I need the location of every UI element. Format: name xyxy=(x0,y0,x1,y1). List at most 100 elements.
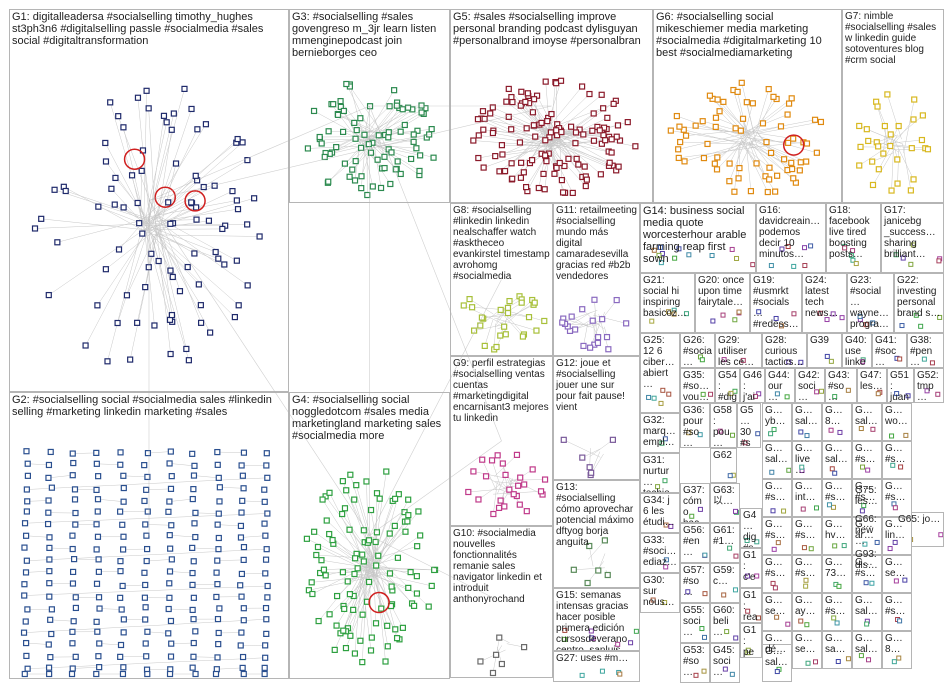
group-g47[interactable]: G47: les… xyxy=(857,368,887,403)
group-g3[interactable]: G3: #socialselling #sales govengreso m_3… xyxy=(289,9,450,203)
node[interactable] xyxy=(517,474,524,481)
node[interactable] xyxy=(384,622,391,629)
node[interactable] xyxy=(505,85,512,93)
node[interactable] xyxy=(213,593,220,601)
node[interactable] xyxy=(262,654,269,661)
node[interactable] xyxy=(460,302,467,309)
node[interactable] xyxy=(215,546,222,553)
node[interactable] xyxy=(910,176,917,183)
node[interactable] xyxy=(689,513,695,519)
node[interactable] xyxy=(189,544,196,551)
node[interactable] xyxy=(369,183,376,190)
node[interactable] xyxy=(212,670,220,678)
node[interactable] xyxy=(726,160,733,167)
node[interactable] xyxy=(905,393,911,399)
node[interactable] xyxy=(24,665,31,672)
node[interactable] xyxy=(803,577,809,583)
node[interactable] xyxy=(658,400,664,406)
node[interactable] xyxy=(115,246,123,253)
node[interactable] xyxy=(892,539,898,545)
node[interactable] xyxy=(188,105,195,113)
node[interactable] xyxy=(165,508,172,515)
node[interactable] xyxy=(742,440,748,446)
node[interactable] xyxy=(798,429,804,435)
group-g37[interactable]: G37: cómo hac… xyxy=(680,483,710,523)
node[interactable] xyxy=(766,164,773,171)
node[interactable] xyxy=(393,635,401,642)
node[interactable] xyxy=(117,461,124,468)
group-ga2[interactable]: G… sal… xyxy=(792,403,822,441)
node[interactable] xyxy=(143,532,150,539)
group-g11[interactable]: G11: retailmeeting #socialselling mundo … xyxy=(553,203,640,356)
node[interactable] xyxy=(93,580,101,587)
node[interactable] xyxy=(603,333,611,341)
node[interactable] xyxy=(341,160,348,167)
node[interactable] xyxy=(168,556,175,563)
node[interactable] xyxy=(771,546,777,552)
node[interactable] xyxy=(120,498,127,505)
node[interactable] xyxy=(677,138,684,146)
node[interactable] xyxy=(579,306,586,313)
node[interactable] xyxy=(518,88,525,95)
group-g59[interactable]: G59: c… xyxy=(710,563,740,603)
node[interactable] xyxy=(148,250,155,257)
node[interactable] xyxy=(238,462,245,469)
node[interactable] xyxy=(704,140,711,148)
node[interactable] xyxy=(489,104,496,111)
node[interactable] xyxy=(46,556,53,563)
node[interactable] xyxy=(506,486,513,493)
node[interactable] xyxy=(508,160,515,167)
node[interactable] xyxy=(659,440,665,446)
node[interactable] xyxy=(360,527,367,534)
node[interactable] xyxy=(508,126,515,133)
node[interactable] xyxy=(832,470,838,476)
node[interactable] xyxy=(582,182,589,190)
node[interactable] xyxy=(240,485,247,492)
node[interactable] xyxy=(240,617,247,624)
node[interactable] xyxy=(813,659,819,665)
node[interactable] xyxy=(771,426,777,432)
node[interactable] xyxy=(750,262,755,268)
node[interactable] xyxy=(392,626,399,633)
node[interactable] xyxy=(893,252,899,258)
node[interactable] xyxy=(671,311,677,317)
group-g23[interactable]: G23: #social… wayne… progra… xyxy=(847,273,894,333)
node[interactable] xyxy=(657,244,663,250)
node[interactable] xyxy=(93,449,100,456)
node[interactable] xyxy=(323,517,330,524)
node[interactable] xyxy=(580,131,587,138)
node[interactable] xyxy=(875,391,881,397)
node[interactable] xyxy=(863,322,869,328)
node[interactable] xyxy=(144,628,151,635)
group-g32[interactable]: G32: marq… empl… xyxy=(640,413,680,453)
node[interactable] xyxy=(139,230,146,237)
node[interactable] xyxy=(609,436,616,443)
node[interactable] xyxy=(120,616,127,623)
node[interactable] xyxy=(633,628,639,634)
node[interactable] xyxy=(167,350,174,358)
node[interactable] xyxy=(471,327,478,334)
node[interactable] xyxy=(736,309,742,315)
node[interactable] xyxy=(142,581,149,589)
node[interactable] xyxy=(842,245,848,251)
node[interactable] xyxy=(391,495,399,502)
node[interactable] xyxy=(692,122,699,129)
node[interactable] xyxy=(697,506,703,512)
hub-node[interactable] xyxy=(123,148,146,170)
group-g63[interactable]: G63: 以… xyxy=(710,483,740,523)
node[interactable] xyxy=(238,570,245,578)
node[interactable] xyxy=(197,319,205,326)
node[interactable] xyxy=(744,538,750,544)
node[interactable] xyxy=(138,167,145,174)
node[interactable] xyxy=(351,177,359,184)
node[interactable] xyxy=(808,243,814,249)
node[interactable] xyxy=(747,188,755,195)
node[interactable] xyxy=(191,520,198,527)
group-g33[interactable]: G33: #soci… ediaz… xyxy=(640,533,680,573)
node[interactable] xyxy=(729,671,735,677)
node[interactable] xyxy=(119,582,126,590)
node[interactable] xyxy=(193,204,200,211)
node[interactable] xyxy=(772,188,779,195)
node[interactable] xyxy=(558,128,565,136)
node[interactable] xyxy=(702,634,708,640)
